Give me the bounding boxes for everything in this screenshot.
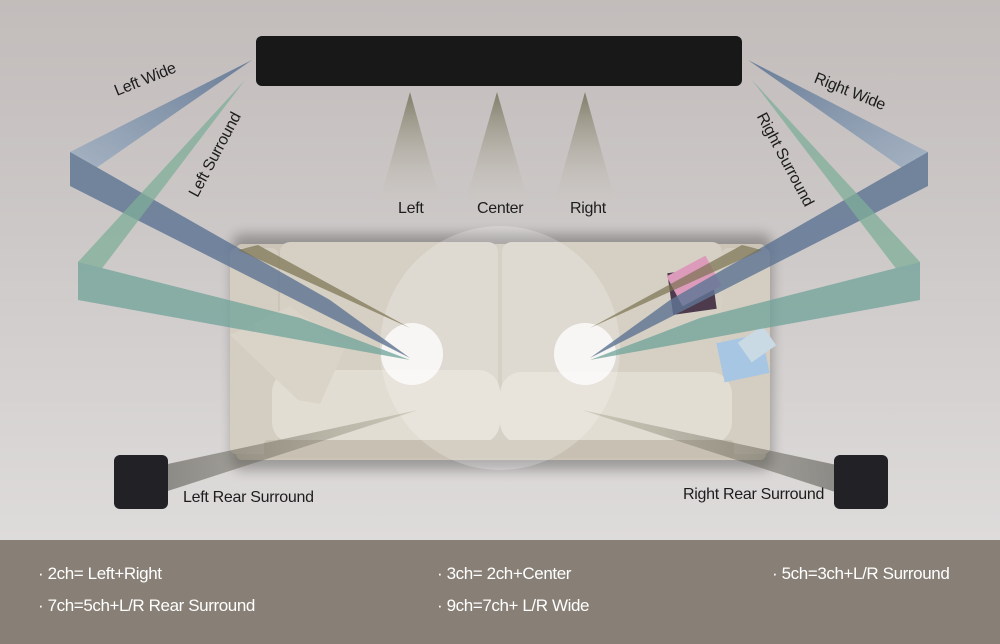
legend-item-7ch: · 7ch=5ch+L/R Rear Surround [38, 596, 255, 615]
label-left-rear-surround: Left Rear Surround [183, 489, 314, 506]
left-wide-beam [70, 60, 410, 358]
right-rear-speaker [834, 455, 888, 509]
speaker-diagram: Left Center Right Left Wide Left Surroun… [0, 0, 1000, 540]
label-center: Center [477, 200, 524, 217]
legend-item-3ch: · 3ch= 2ch+Center [437, 564, 572, 583]
left-rear-speaker [114, 455, 168, 509]
label-right-rear-surround: Right Rear Surround [683, 486, 825, 503]
channel-legend: · 2ch= Left+Right · 3ch= 2ch+Center · 5c… [0, 540, 1000, 644]
right-surround-beam [590, 80, 920, 360]
label-right: Right [570, 200, 606, 217]
soundbar [256, 36, 742, 86]
legend-item-5ch: · 5ch=3ch+L/R Surround [772, 564, 950, 583]
legend-item-9ch: · 9ch=7ch+ L/R Wide [437, 596, 590, 615]
diagram-graphics [70, 60, 928, 500]
front-beams [380, 92, 615, 200]
legend-item-2ch: · 2ch= Left+Right [38, 564, 162, 583]
right-wide-beam [590, 60, 928, 358]
label-left: Left [398, 200, 424, 217]
left-surround-beam [78, 80, 410, 360]
